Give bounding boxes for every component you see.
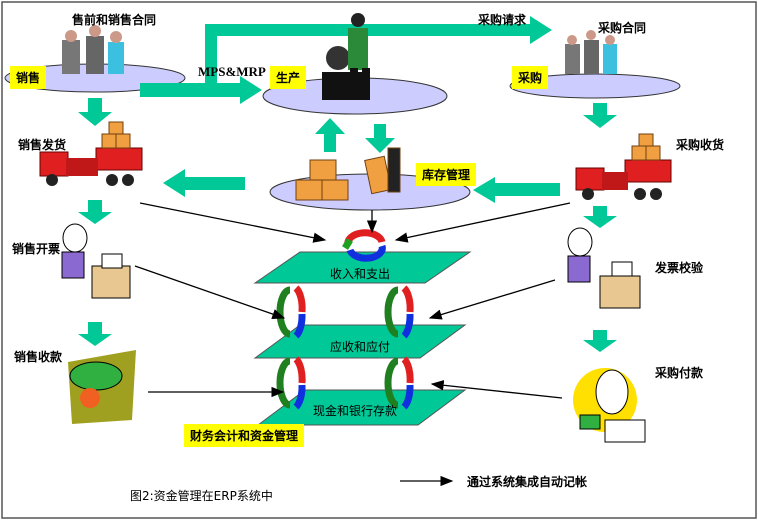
purchase-to-inventory-arrow (473, 177, 560, 203)
production-to-inventory-arrow (365, 124, 395, 153)
sales-collection-icon (68, 350, 136, 424)
node-inventory: 库存管理 (416, 163, 477, 186)
purchase-payment-icon (573, 368, 646, 443)
down-arrow (583, 206, 617, 228)
purchase-truck-icon (575, 133, 672, 200)
flow-arrows (78, 16, 617, 352)
down-arrow (583, 103, 617, 128)
plane-receivable-payable (253, 324, 467, 359)
layer-cash-bank: 现金和银行存款 (313, 404, 398, 418)
sales-to-production-arrow (140, 76, 262, 104)
node-production: 生产 (270, 66, 307, 89)
figure-caption: 图2:资金管理在ERP系统中 (130, 489, 273, 503)
sales-invoice-clerk-icon (61, 223, 131, 299)
node-purchasing: 采购 (512, 66, 549, 89)
inventory-to-production-arrow (315, 118, 345, 152)
plane-income-expense (253, 251, 472, 284)
label-presales-contract: 售前和销售合同 (72, 13, 157, 27)
inventory-boxes-icon (295, 147, 401, 201)
node-sales: 销售 (10, 66, 47, 89)
sales-people-icon (62, 25, 124, 74)
label-purchase-contract: 采购合同 (598, 21, 647, 35)
invoice-verify-clerk-icon (567, 227, 641, 309)
down-arrow (78, 98, 112, 126)
label-sales-invoice: 销售开票 (12, 242, 61, 256)
sales-truck-icon (39, 121, 143, 186)
inventory-to-sales-arrow (163, 169, 245, 197)
node-finance: 财务会计和资金管理 (184, 424, 305, 447)
down-arrow (78, 200, 112, 224)
worker-machine-icon (322, 13, 370, 100)
down-arrow (78, 322, 112, 346)
label-sales-delivery: 销售发货 (18, 138, 67, 152)
legend-text: 通过系统集成自动记帐 (467, 475, 588, 489)
label-purchase-receipt: 采购收货 (676, 138, 725, 152)
label-invoice-verification: 发票校验 (655, 261, 704, 275)
label-purchase-request: 采购请求 (478, 13, 527, 27)
label-sales-collection: 销售收款 (14, 350, 63, 364)
layer-income-expense: 收入和支出 (330, 267, 391, 281)
layer-receivable-payable: 应收和应付 (330, 340, 391, 354)
auto-posting-arrows (134, 202, 571, 487)
cycle-icons (276, 229, 414, 410)
purchase-people-icon (565, 30, 617, 74)
purchase-request-arrow (205, 16, 552, 90)
label-purchase-payment: 采购付款 (655, 366, 704, 380)
down-arrow (583, 330, 617, 352)
label-mps-mrp: MPS&MRP (198, 64, 266, 79)
